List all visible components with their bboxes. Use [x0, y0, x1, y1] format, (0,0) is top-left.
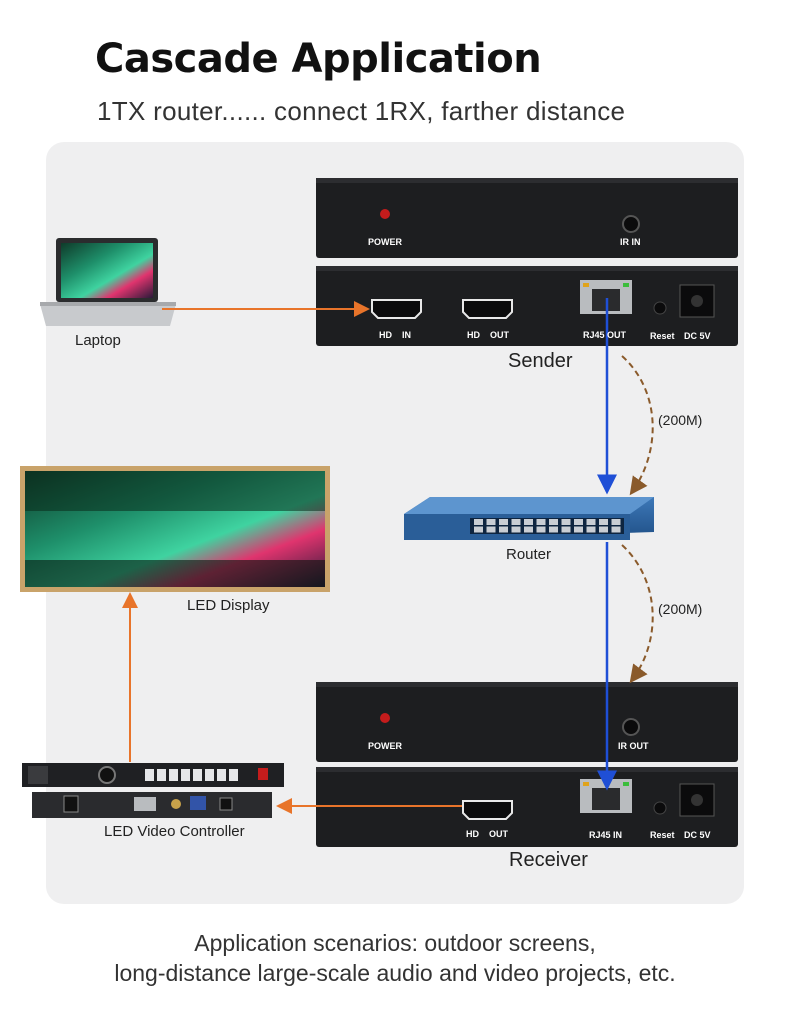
ir-port-icon	[622, 215, 640, 233]
sender-top-unit	[316, 178, 738, 258]
receiver-reset-label: Reset	[650, 830, 675, 840]
page-title: Cascade Application	[95, 36, 542, 82]
receiver-label: Receiver	[509, 849, 588, 871]
router-port-icon	[524, 519, 533, 525]
router-port-icon	[524, 526, 533, 533]
distance-arc-upper	[621, 355, 654, 496]
router-port-icon	[611, 519, 621, 525]
footer-line-1: Application scenarios: outdoor screens,	[194, 930, 596, 956]
led-display-icon	[20, 466, 330, 592]
controller-button-icon	[229, 769, 238, 781]
sender-label: Sender	[508, 350, 573, 372]
sender-power-label: POWER	[368, 237, 403, 247]
controller-button-icon	[145, 769, 154, 781]
router-port-icon	[574, 519, 583, 525]
router-port-icon	[549, 526, 558, 533]
led-video-controller-label: LED Video Controller	[104, 823, 245, 840]
receiver-power-label: POWER	[368, 741, 403, 751]
reset-button-icon	[653, 301, 667, 315]
sender-ir-label: IR IN	[620, 237, 641, 247]
router-port-icon	[561, 526, 571, 533]
sender-dc-label: DC 5V	[684, 331, 711, 341]
led-display-label: LED Display	[187, 597, 270, 614]
led-video-controller-icon	[22, 763, 284, 818]
laptop-icon	[40, 238, 176, 326]
receiver-ir-label: IR OUT	[618, 741, 649, 751]
controller-button-icon	[205, 769, 214, 781]
router-port-icon	[599, 526, 608, 533]
router-port-icon	[486, 519, 496, 525]
router-port-icon	[611, 526, 621, 533]
footer-line-2: long-distance large-scale audio and vide…	[114, 960, 676, 986]
page-subtitle: 1TX router...... connect 1RX, farther di…	[97, 96, 626, 126]
router-port-icon	[599, 519, 608, 525]
controller-button-icon	[193, 769, 202, 781]
router-port-icon	[486, 526, 496, 533]
receiver-bottom-unit	[316, 767, 738, 847]
router-port-icon	[536, 526, 546, 533]
rj45-port-icon	[580, 779, 632, 813]
router-port-icon	[561, 519, 571, 525]
sender-hd-out-label: HD OUT	[467, 330, 509, 340]
controller-button-icon	[169, 769, 178, 781]
router-port-icon	[499, 526, 508, 533]
ir-port-icon	[622, 718, 640, 736]
receiver-dc-label: DC 5V	[684, 830, 711, 840]
receiver-rj45-label: RJ45 IN	[589, 830, 623, 840]
receiver-hd-out-label: HD OUT	[466, 829, 508, 839]
hdmi-in-port-icon	[371, 299, 422, 319]
sender-reset-label: Reset	[650, 331, 675, 341]
controller-button-icon	[181, 769, 190, 781]
router-port-icon	[586, 526, 596, 533]
router-port-icon	[474, 519, 483, 525]
router-port-icon	[549, 519, 558, 525]
sender-hd-in-label: HD IN	[379, 330, 412, 340]
receiver-top-unit	[316, 682, 738, 762]
router-port-icon	[511, 526, 521, 533]
sender-rj45-label: RJ45 OUT	[583, 330, 627, 340]
power-led	[380, 713, 390, 723]
sender-bottom-unit	[316, 266, 738, 346]
controller-button-icon	[157, 769, 166, 781]
hdmi-out-port-icon	[462, 800, 513, 820]
router-icon	[404, 497, 654, 540]
lower-distance-label: (200M)	[658, 601, 703, 617]
dc-jack-icon	[679, 783, 715, 817]
laptop-label: Laptop	[75, 332, 121, 349]
distance-arc-lower	[621, 544, 654, 684]
router-port-icon	[511, 519, 521, 525]
router-port-icon	[574, 526, 583, 533]
hdmi-out-port-icon	[462, 299, 513, 319]
dc-jack-icon	[679, 284, 715, 318]
upper-distance-label: (200M)	[658, 412, 703, 428]
controller-button-icon	[217, 769, 226, 781]
reset-button-icon	[653, 801, 667, 815]
router-port-icon	[586, 519, 596, 525]
router-port-icon	[536, 519, 546, 525]
router-port-icon	[474, 526, 483, 533]
power-led	[380, 209, 390, 219]
router-label: Router	[506, 546, 552, 563]
router-port-icon	[499, 519, 508, 525]
